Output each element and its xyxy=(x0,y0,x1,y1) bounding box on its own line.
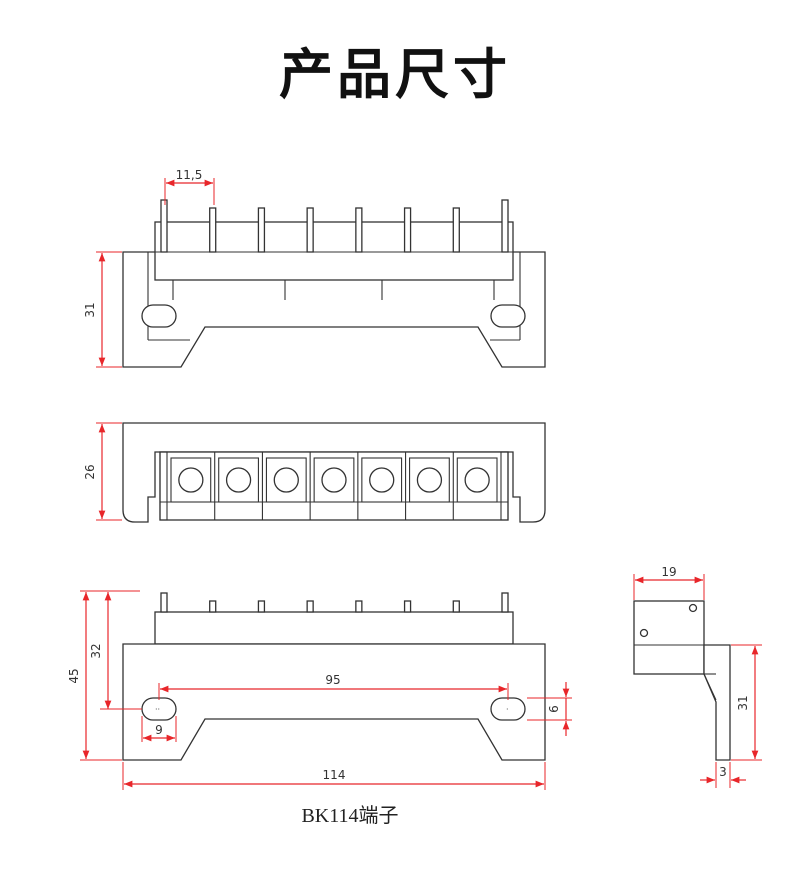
front-view-top xyxy=(122,199,546,368)
terminal-post xyxy=(355,207,363,253)
terminal-post xyxy=(209,207,217,253)
screw-icon xyxy=(178,467,204,493)
terminal-post xyxy=(160,592,168,613)
svg-text:95: 95 xyxy=(325,673,340,687)
dimension-total-height: 45 xyxy=(67,590,140,761)
terminal-cell xyxy=(170,457,212,503)
screw-icon xyxy=(464,467,490,493)
svg-text:··: ·· xyxy=(155,705,160,714)
mounting-slot-left xyxy=(141,304,177,328)
caption: BK114端子 xyxy=(301,804,398,827)
terminal-cell xyxy=(313,457,355,503)
terminal-post xyxy=(160,199,168,253)
terminal-post xyxy=(452,207,460,253)
svg-text:·: · xyxy=(506,705,509,714)
svg-text:6: 6 xyxy=(547,705,561,713)
screw-icon xyxy=(273,467,299,493)
terminal-post xyxy=(306,207,314,253)
terminal-cell xyxy=(265,457,307,503)
terminal-post xyxy=(306,600,314,613)
terminal-cell xyxy=(361,457,403,503)
dimension-mount-spacing: 95 xyxy=(158,673,509,700)
screw-icon xyxy=(369,467,395,493)
dimension-pitch: 11,5 xyxy=(164,168,215,205)
dimension-side-height: 31 xyxy=(731,644,762,761)
dimension-top-height: 31 xyxy=(83,251,122,368)
svg-text:31: 31 xyxy=(83,302,97,317)
dimension-depth: 26 xyxy=(83,422,122,521)
svg-text:114: 114 xyxy=(323,768,346,782)
dimension-hole-width: 9 xyxy=(141,716,177,742)
svg-text:32: 32 xyxy=(89,643,103,658)
terminal-posts xyxy=(160,592,509,613)
mounting-slot-right xyxy=(490,304,526,328)
svg-text:9: 9 xyxy=(155,723,163,737)
terminal-post xyxy=(501,592,509,613)
terminal-post xyxy=(257,207,266,253)
top-view xyxy=(122,422,546,523)
svg-text:3: 3 xyxy=(719,765,727,779)
terminal-post xyxy=(355,600,363,613)
terminal-post xyxy=(257,600,266,613)
dimension-total-length: 114 xyxy=(122,762,546,790)
dimension-body-height: 32 xyxy=(89,592,142,710)
dimension-bracket-thickness: 3 xyxy=(700,762,746,788)
screw-icon xyxy=(321,467,347,493)
terminal-post xyxy=(209,600,217,613)
terminal-post xyxy=(501,199,509,253)
terminal-cell xyxy=(218,457,259,503)
terminal-post xyxy=(403,207,412,253)
page-title: 产品尺寸 xyxy=(279,43,511,106)
screw-icon xyxy=(225,467,252,493)
terminal-posts xyxy=(160,199,509,253)
dimension-hole-height: 6 xyxy=(527,682,572,736)
side-view xyxy=(633,600,731,761)
svg-text:11,5: 11,5 xyxy=(176,168,203,182)
svg-text:31: 31 xyxy=(736,695,750,710)
terminal-screws xyxy=(170,452,498,520)
svg-text:19: 19 xyxy=(661,565,676,579)
terminal-cell xyxy=(409,457,450,503)
terminal-post xyxy=(403,600,412,613)
svg-text:26: 26 xyxy=(83,464,97,479)
front-view-bottom: ·· · xyxy=(122,592,546,761)
terminal-post xyxy=(452,600,460,613)
screw-icon xyxy=(416,467,443,493)
dimension-side-width: 19 xyxy=(633,565,705,600)
terminal-cell xyxy=(456,457,498,503)
svg-text:45: 45 xyxy=(67,668,81,683)
